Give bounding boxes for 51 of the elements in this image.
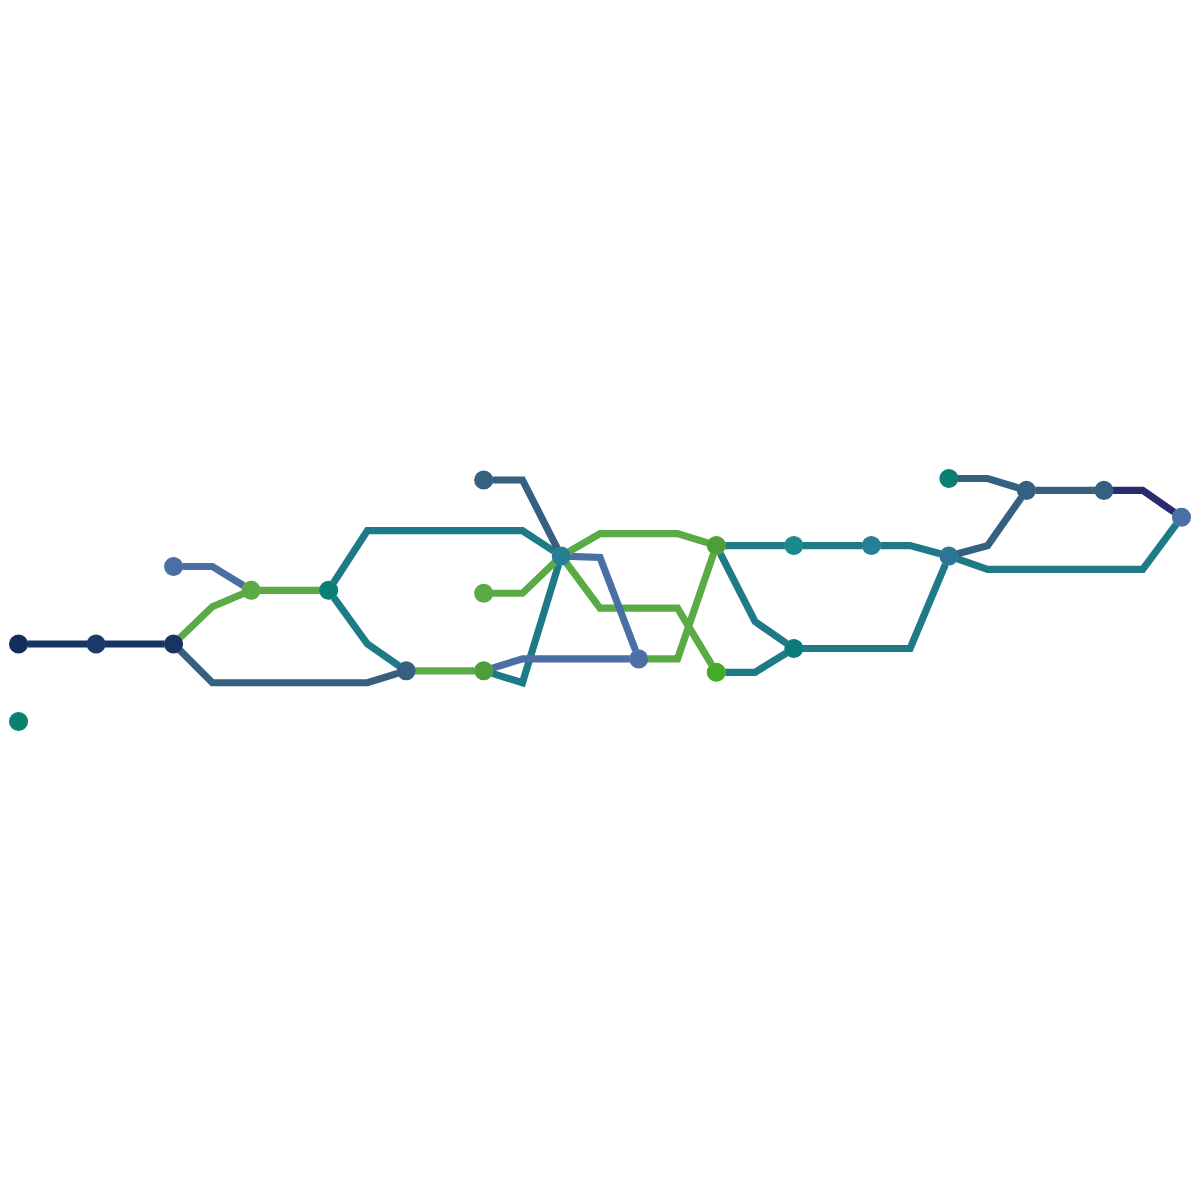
node-circle [551,546,571,566]
node-circle [9,711,29,732]
node-circle [784,638,804,658]
connector [492,559,558,597]
connector [491,655,630,672]
connector [570,552,639,652]
node-circle [939,468,959,489]
node-circle [164,556,184,576]
node-circle [706,662,726,682]
node-circle [1094,480,1114,500]
connector [725,542,785,550]
node-circle [9,634,29,654]
node-circle [474,583,494,603]
connector [802,562,949,653]
node-circle [474,661,494,681]
connector [1035,486,1095,494]
connector [725,650,789,676]
node-circle [319,580,339,600]
connector [717,551,789,647]
node-circle [241,580,261,600]
node-circle [86,634,106,654]
node-circle [1016,480,1036,500]
node-circle [939,546,959,566]
connector [330,595,401,669]
node-circle [474,470,494,490]
connector [27,640,88,648]
node-circle [164,634,184,654]
connector [415,667,475,675]
connector [105,640,165,648]
node-circle [629,649,649,669]
connector [492,476,561,550]
connector [880,542,942,558]
node-circle [706,536,726,556]
connector [260,586,320,594]
connector [567,530,709,555]
connector [177,590,245,641]
connector [956,522,1179,574]
connector [182,562,246,589]
connector [802,542,863,550]
connector [330,527,556,585]
node-circle [861,536,881,556]
connector [957,474,1019,492]
connector [491,563,563,688]
node-circle [784,536,804,556]
connector [177,647,399,687]
connector [956,495,1025,558]
connector [563,561,715,667]
connector [647,552,717,663]
node-circle [396,661,416,681]
node-circle [1171,507,1191,527]
connector [1112,486,1177,516]
